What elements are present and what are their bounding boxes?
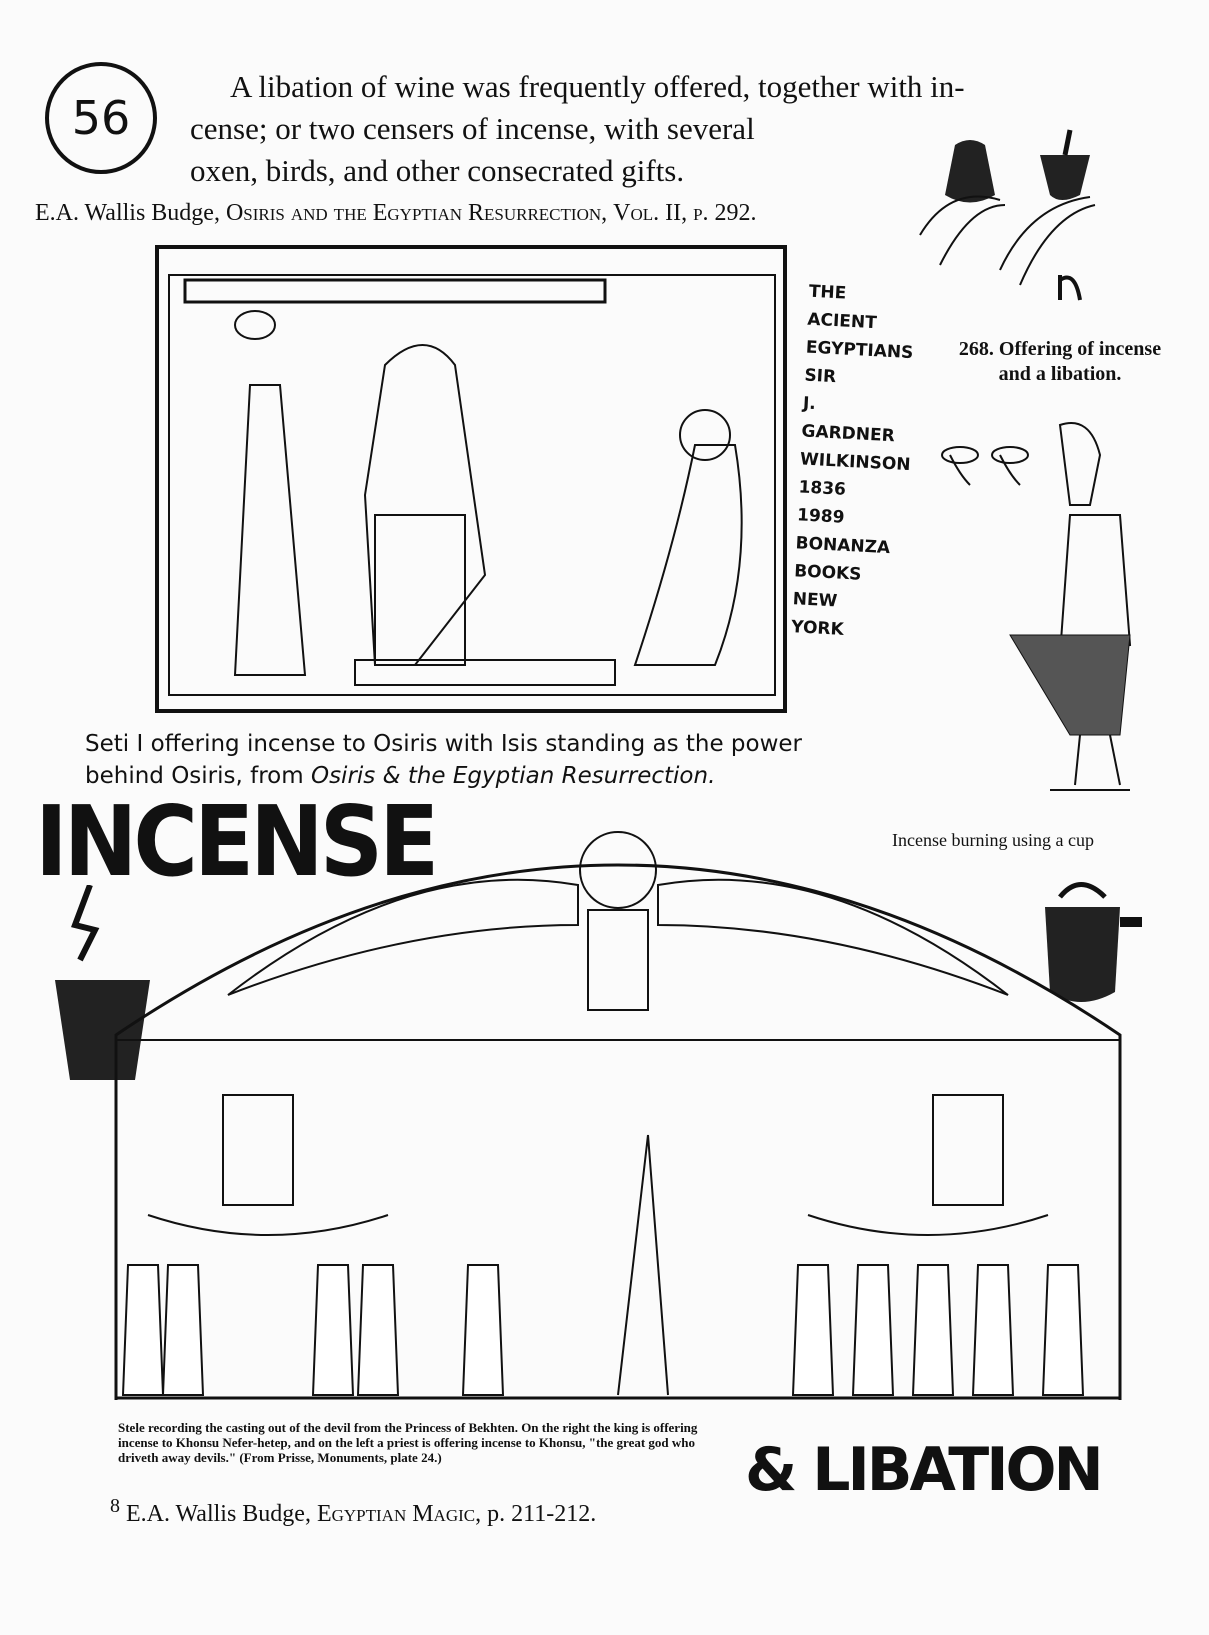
page-number: 56: [71, 91, 131, 145]
quote-line: oxen, birds, and other consecrated gifts…: [190, 153, 685, 188]
citation-bottom: 8 E.A. Wallis Budge, Egyptian Magic, p. …: [110, 1495, 596, 1528]
caption-text: behind Osiris, from: [85, 763, 311, 789]
quote-block: A libation of wine was frequently offere…: [190, 66, 1150, 192]
cite-author: E.A. Wallis Budge,: [35, 200, 220, 226]
incense-pot-illustration: [1045, 882, 1142, 1002]
quote-line: cense; or two censers of incense, with s…: [190, 111, 755, 146]
cite-volume: Vol. II, p. 292.: [613, 200, 757, 226]
cite-author: E.A. Wallis Budge,: [126, 1501, 311, 1527]
page-number-badge: 56: [45, 62, 157, 174]
censer-illustration: [55, 885, 150, 1080]
note-line: J. GARDNER: [801, 393, 896, 447]
cup-caption: Incense burning using a cup: [892, 830, 1094, 850]
stele-caption: Stele recording the casting out of the d…: [118, 1420, 698, 1465]
figure-268-caption: 268. Offering of incense and a libation.: [915, 337, 1205, 387]
stele-illustration: [114, 831, 1122, 1400]
caption-line: and a libation.: [998, 363, 1122, 385]
caption-title: Osiris & the Egyptian Resurrection.: [310, 763, 716, 789]
note-line: YORK: [790, 617, 845, 640]
quote-line: A libation of wine was frequently offere…: [230, 69, 965, 104]
pharaoh-offering-illustration: [941, 422, 1132, 791]
note-line: SIR: [803, 365, 837, 388]
caption-line: 268. Offering of incense: [958, 338, 1162, 360]
caption-line: Seti I offering incense to Osiris with I…: [85, 731, 803, 757]
page-number: 8: [110, 1495, 120, 1517]
seti-caption: Seti I offering incense to Osiris with I…: [85, 728, 802, 792]
libation-heading: & LIBATION: [745, 1435, 1104, 1505]
seti-offering-illustration: [155, 245, 787, 713]
citation-top: E.A. Wallis Budge, Osiris and the Egypti…: [35, 200, 757, 227]
handwritten-notes: THE ACIENT EGYPTIANS SIR J. GARDNER WILK…: [790, 278, 914, 647]
incense-heading: INCENSE: [35, 784, 439, 899]
cite-pages: p. 211-212.: [487, 1501, 597, 1527]
cite-title: Egyptian Magic,: [316, 1501, 482, 1527]
offering-hands-illustration: [919, 129, 1096, 301]
cite-title: Osiris and the Egyptian Resurrection,: [225, 200, 608, 226]
